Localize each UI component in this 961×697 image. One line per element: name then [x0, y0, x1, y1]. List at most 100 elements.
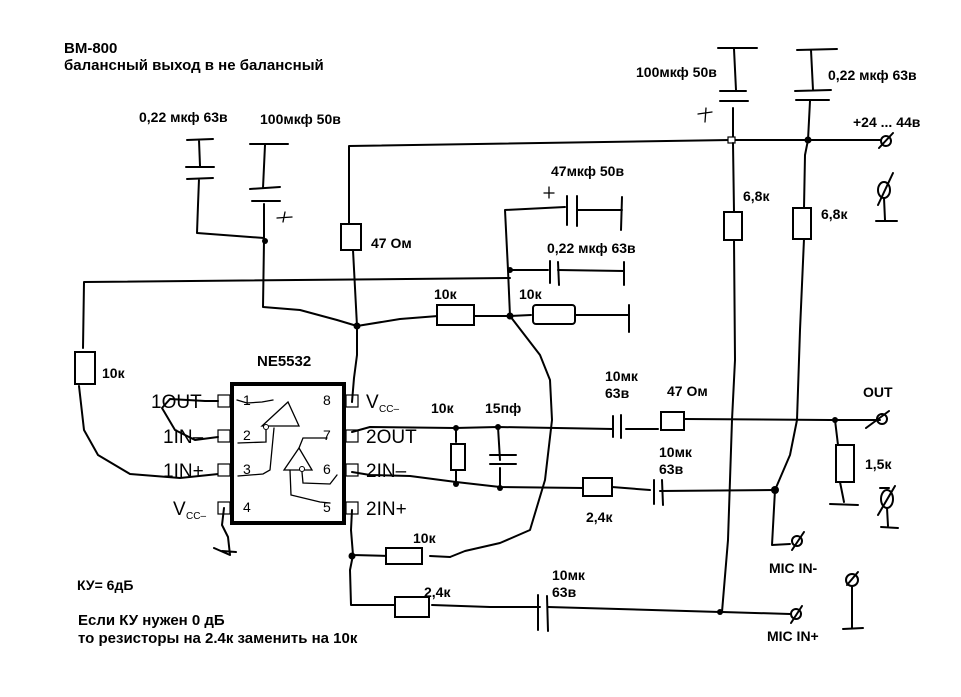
junction [453, 481, 459, 487]
resistor-47-ohm [340, 223, 362, 251]
resistor-2-4k-in-plus [394, 596, 430, 618]
capacitor-10uf-in-minus-label-2: 63в [659, 461, 684, 477]
resistor-2-4k-in-minus [582, 477, 613, 497]
wire-out [683, 418, 881, 421]
junction [507, 267, 513, 273]
mic-in-minus-label: MIC IN- [769, 560, 818, 576]
resistor-10k-pin7-pin6-label: 10к [431, 400, 455, 416]
title-model: ВМ-800 [64, 40, 117, 57]
wire [721, 142, 736, 613]
cap-left-022uf-label: 0,22 мкф 63в [139, 109, 228, 125]
supply-voltage-label: +24 ... 44в [853, 114, 921, 130]
resistor-2-4k-in-plus-label: 2,4к [424, 584, 451, 600]
wire [348, 139, 731, 327]
terminal-mic-in-minus-icon [791, 531, 805, 551]
wire-pin8 [351, 325, 358, 403]
pin-7-pad [345, 429, 359, 443]
out-label: OUT [863, 384, 893, 400]
pin-8-sublabel: CC– [379, 404, 399, 415]
resistor-10k-a-label: 10к [434, 286, 458, 302]
gain-note: КУ= 6дБ [77, 577, 133, 593]
opamp-2 [282, 437, 338, 504]
pin-8-label: V [366, 392, 379, 413]
resistor-10k-feedback [74, 351, 96, 385]
pin-3-pad [217, 463, 231, 477]
pin-2-label: 1IN– [163, 427, 204, 448]
resistor-6-8k-a-label: 6,8к [743, 188, 770, 204]
polarity-plus [543, 186, 555, 199]
pin-2-pad [217, 429, 231, 443]
wire [449, 315, 553, 558]
cap-left-100uf [249, 143, 293, 242]
wire [721, 611, 791, 615]
polarity-plus-right [697, 107, 713, 123]
resistor-6-8k-b-label: 6,8к [821, 206, 848, 222]
pin-6-label: 2IN– [366, 461, 407, 482]
cap-022uf-mid [549, 260, 560, 286]
capacitor-10uf-in-plus-label-1: 10мк [552, 567, 586, 583]
junction [348, 552, 356, 560]
terminal-supply-icon [878, 132, 894, 149]
resistor-10k-in-plus-label: 10к [413, 530, 437, 546]
capacitor-100uf-right [717, 47, 758, 141]
junction [453, 425, 459, 431]
junction [497, 485, 503, 491]
ic-name: NE5532 [257, 353, 311, 370]
wire-2in-minus [351, 471, 776, 492]
pin-1-number: 1 [243, 392, 251, 408]
pin-3-label: 1IN+ [163, 461, 204, 482]
capacitor-10uf-in-plus [537, 594, 549, 632]
capacitor-15pf-label: 15пф [485, 400, 521, 416]
wire [262, 240, 358, 327]
pin-8-number: 8 [323, 392, 331, 408]
wire [774, 139, 809, 491]
cap-left-022uf [185, 138, 265, 239]
cap-left-100uf-label: 100мкф 50в [260, 111, 341, 127]
ground-terminal-icon [875, 172, 898, 222]
pin-2-number: 2 [243, 427, 251, 443]
resistor-47-ohm-label: 47 Ом [371, 235, 412, 251]
junction [495, 424, 501, 430]
resistor-47-ohm-out [660, 411, 685, 431]
resistor-6-8k-a [723, 211, 743, 241]
wire [771, 489, 791, 546]
resistor-47-ohm-out-label: 47 Ом [667, 383, 708, 399]
capacitor-022uf-right-label: 0,22 мкф 63в [828, 67, 917, 83]
pin-5-number: 5 [323, 499, 331, 515]
resistor-10k-feedback-label: 10к [102, 365, 126, 381]
wire-1out-1in [161, 398, 219, 441]
pin-6-pad [345, 463, 359, 477]
resistor-10k-b [532, 304, 576, 325]
pin-5-label: 2IN+ [366, 499, 407, 520]
pin-4-label: V [173, 499, 186, 520]
resistor-10k-b-label: 10к [519, 286, 543, 302]
junction [717, 609, 723, 615]
resistor-10k-in-plus [385, 547, 423, 565]
note-line-1: Если КУ нужен 0 дБ [78, 612, 225, 629]
resistor-2-4k-in-minus-label: 2,4к [586, 509, 613, 525]
title-subtitle: балансный выход в не балансный [64, 57, 324, 74]
capacitor-10uf-in-minus-label-1: 10мк [659, 444, 693, 460]
ground-terminal-mic-icon [842, 571, 864, 630]
pin-1-label: 1OUT [151, 392, 202, 413]
capacitor-10uf-in-plus-label-2: 63в [552, 584, 577, 600]
ground-terminal-out-icon [877, 485, 899, 529]
wire [455, 426, 501, 489]
wire [504, 196, 625, 317]
pin-6-number: 6 [323, 461, 331, 477]
capacitor-10uf-in-minus [653, 479, 664, 506]
junction [727, 136, 736, 144]
pin-7-label: 2OUT [366, 427, 417, 448]
resistor-10k-pin7-pin6 [450, 443, 466, 471]
resistor-1-5k [835, 444, 855, 483]
cap-47uf-label: 47мкф 50в [551, 163, 624, 179]
capacitor-10uf-out [612, 414, 622, 439]
capacitor-022uf-right [794, 48, 838, 141]
pin-1-pad [217, 394, 231, 408]
pin-7-number: 7 [323, 427, 331, 443]
wire [356, 314, 630, 327]
cap-022uf-mid-label: 0,22 мкф 63в [547, 240, 636, 256]
capacitor-100uf-right-label: 100мкф 50в [636, 64, 717, 80]
capacitor-10uf-out-label-1: 10мк [605, 368, 639, 384]
